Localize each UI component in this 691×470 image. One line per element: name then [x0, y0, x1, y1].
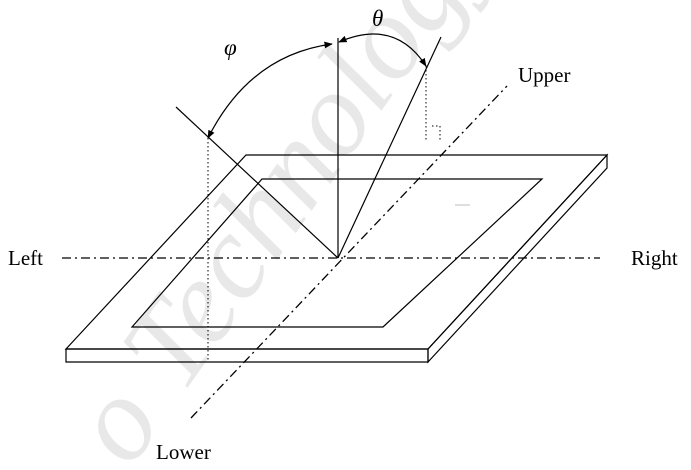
- phi-arc-arrow: [207, 41, 333, 139]
- theta-projection-corner: [432, 125, 441, 140]
- lower-label: Lower: [156, 440, 211, 464]
- theta-label: θ: [372, 6, 383, 31]
- theta-view-line: [337, 36, 442, 259]
- upper-lower-axis: [190, 85, 508, 419]
- watermark-text: o Technology: [42, 0, 518, 470]
- right-label: Right: [631, 246, 678, 270]
- upper-label: Upper: [518, 63, 570, 87]
- panel-outer-frame: [64, 154, 609, 350]
- theta-arc-arrow: [338, 33, 427, 67]
- left-label: Left: [8, 246, 43, 270]
- phi-label: φ: [224, 35, 237, 60]
- panel-display-area: [130, 178, 544, 328]
- phi-view-line: [175, 106, 339, 259]
